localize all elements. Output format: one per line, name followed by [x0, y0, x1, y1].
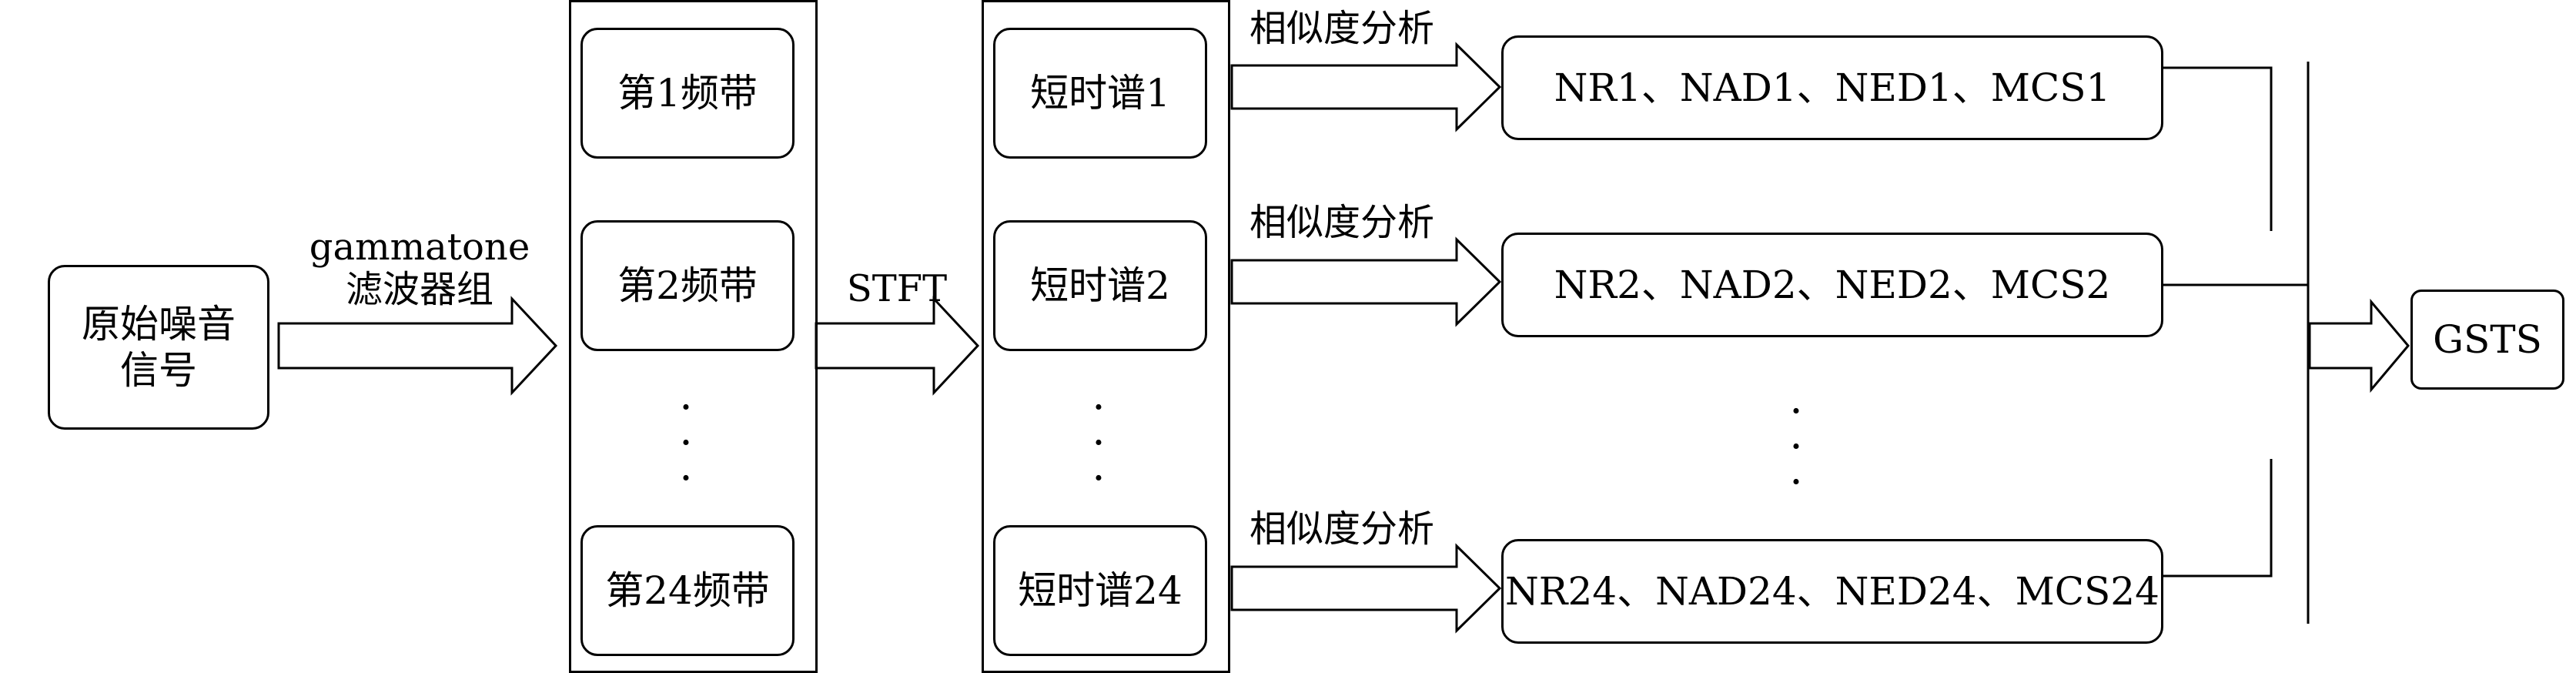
metrics-box-2: NR2、NAD2、NED2、MCS2	[1501, 233, 2163, 337]
arrow-spectrum2-to-metrics2	[1230, 236, 1502, 327]
spectrum-label-1: 短时谱1	[1030, 71, 1170, 116]
bands-column-frame	[569, 0, 818, 673]
stft-label: STFT	[846, 267, 948, 310]
band-label-2: 第2频带	[617, 263, 758, 308]
arrow-spectrum24-to-metrics24	[1230, 543, 1502, 634]
source-signal-line1: 原始噪音	[82, 302, 236, 347]
analysis-label-2: 相似度分析	[1249, 201, 1434, 244]
spectrum-box-2: 短时谱2	[993, 220, 1207, 351]
filter-bank-label-line2: 滤波器组	[345, 268, 493, 312]
bands-ellipsis: ...	[679, 370, 693, 490]
band-box-1: 第1频带	[580, 28, 795, 159]
output-gsts-label: GSTS	[2433, 317, 2542, 362]
metrics-box-24: NR24、NAD24、NED24、MCS24	[1501, 539, 2163, 644]
spectrum-label-2: 短时谱2	[1030, 263, 1170, 308]
metrics-label-2: NR2、NAD2、NED2、MCS2	[1554, 263, 2111, 307]
source-signal-box: 原始噪音 信号	[48, 265, 269, 430]
merge-line-metrics1	[2163, 66, 2273, 231]
filter-bank-label: gammatone 滤波器组	[277, 226, 562, 311]
analysis-label-24: 相似度分析	[1249, 507, 1434, 551]
output-gsts-box: GSTS	[2410, 290, 2564, 390]
spectrum-box-1: 短时谱1	[993, 28, 1207, 159]
filter-bank-label-line1: gammatone	[309, 226, 530, 269]
spectra-ellipsis: ...	[1092, 370, 1106, 490]
band-label-1: 第1频带	[617, 71, 758, 116]
band-box-2: 第2频带	[580, 220, 795, 351]
merge-line-metrics24	[2163, 459, 2273, 578]
arrow-source-to-bands	[277, 296, 558, 396]
arrow-spectrum1-to-metrics1	[1230, 42, 1502, 132]
source-signal-line2: 信号	[120, 348, 197, 393]
arrow-merge-to-output	[2308, 298, 2410, 393]
analysis-label-1: 相似度分析	[1249, 7, 1434, 50]
arrow-bands-to-spectra	[815, 296, 980, 396]
metrics-label-1: NR1、NAD1、NED1、MCS1	[1554, 65, 2111, 110]
metrics-label-24: NR24、NAD24、NED24、MCS24	[1505, 569, 2159, 614]
metrics-ellipsis: ...	[1789, 374, 1803, 494]
metrics-box-1: NR1、NAD1、NED1、MCS1	[1501, 35, 2163, 140]
band-box-24: 第24频带	[580, 525, 795, 656]
spectra-column-frame	[982, 0, 1230, 673]
band-label-24: 第24频带	[605, 568, 770, 613]
spectrum-label-24: 短时谱24	[1018, 568, 1183, 613]
spectrum-box-24: 短时谱24	[993, 525, 1207, 656]
